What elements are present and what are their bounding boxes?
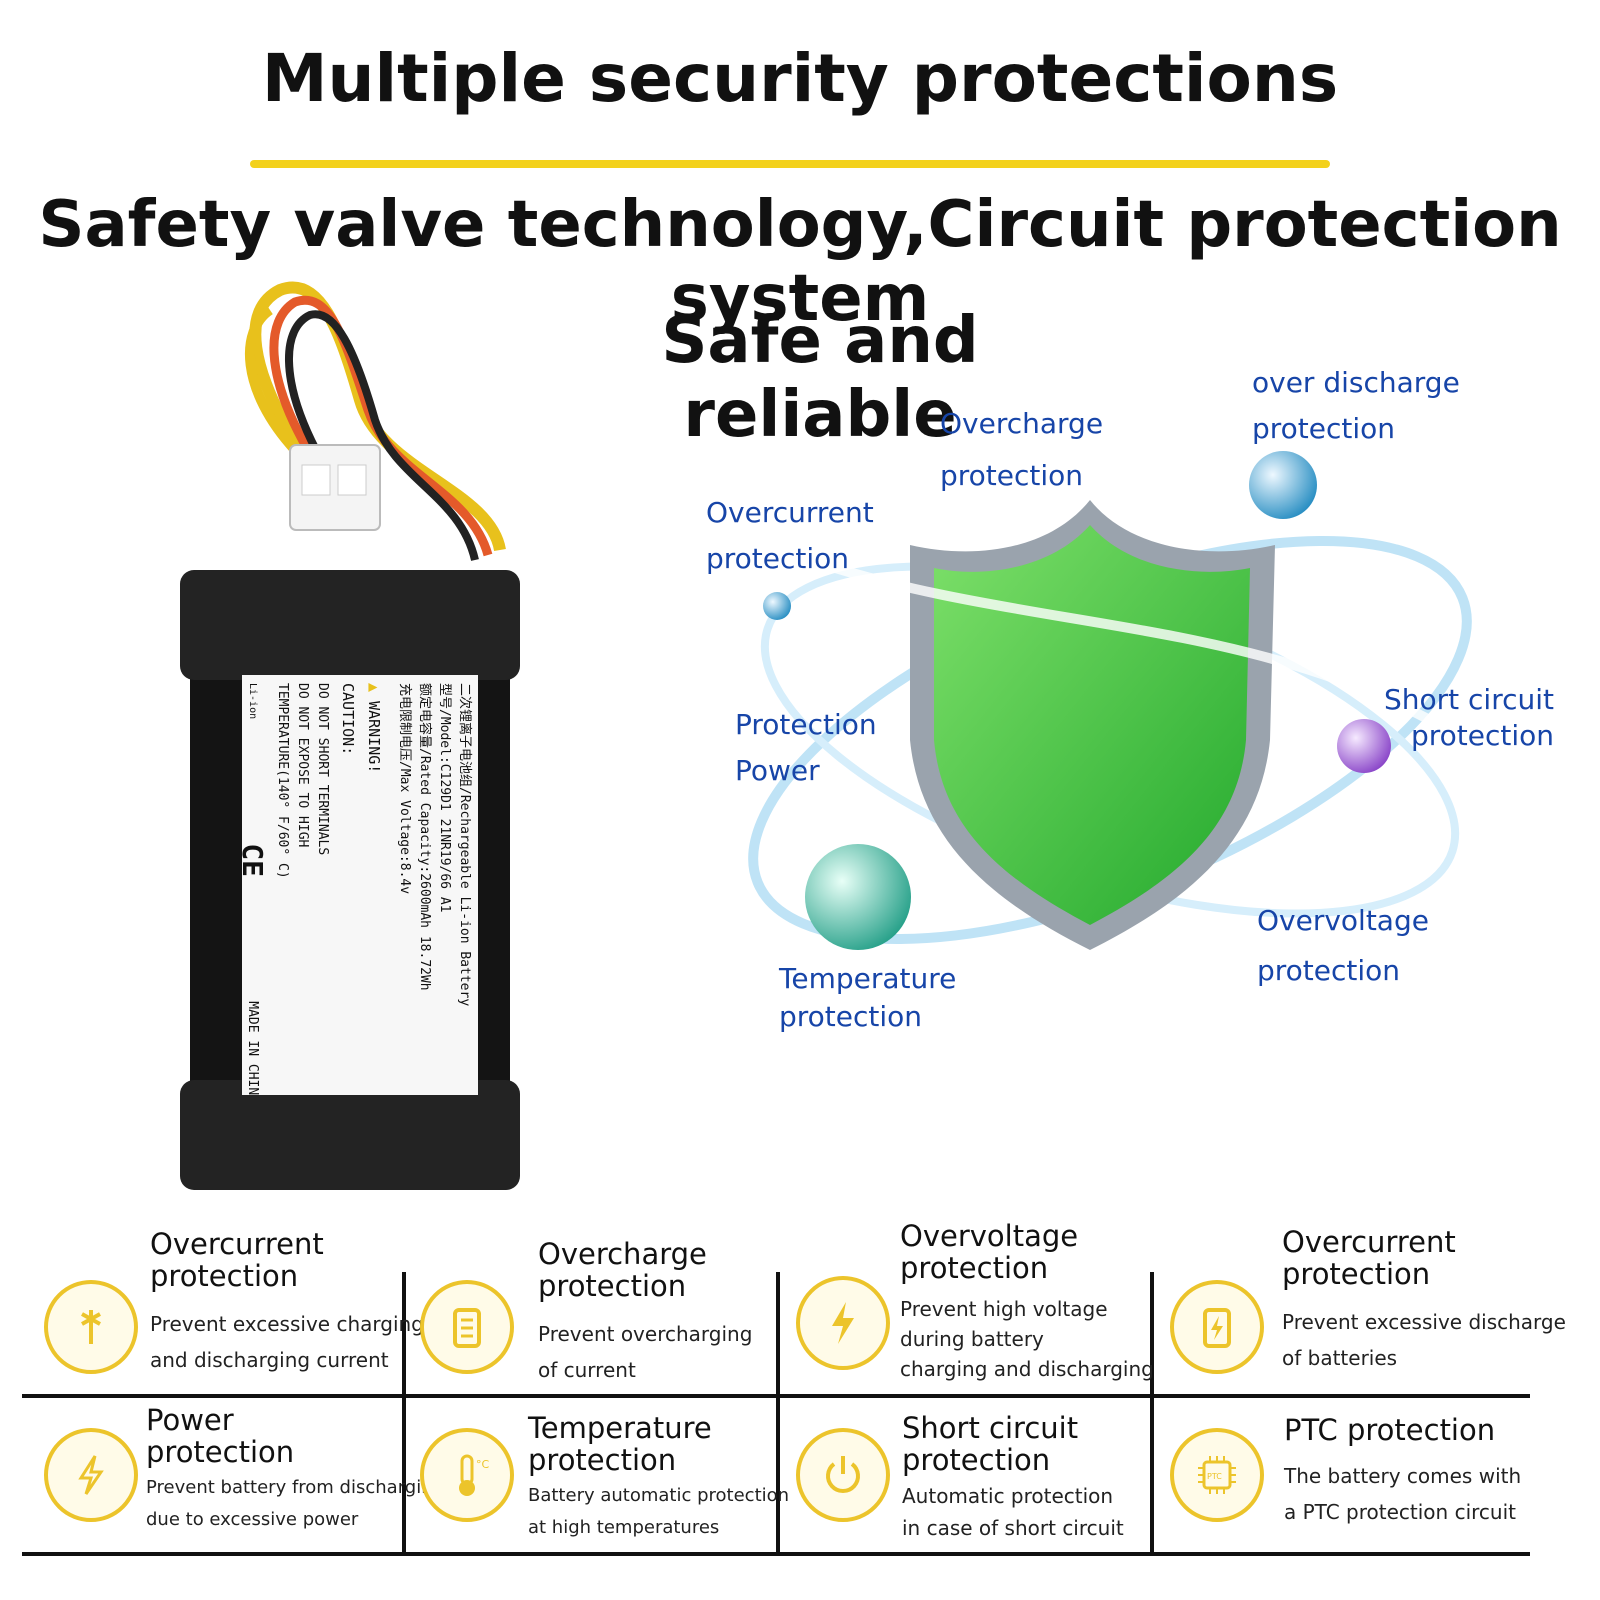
grid-divider [1150,1272,1154,1552]
label-line: 额定电容量/Rated Capacity:2600mAh 18.72Wh [417,683,432,991]
feature-card: Overcurrent protection Prevent excessive… [1282,1225,1566,1370]
label-line: DO NOT SHORT TERMINALS [315,683,330,856]
label-line: DO NOT EXPOSE TO HIGH [295,683,310,848]
page-tagline: Safe and reliable [661,304,979,452]
grid-divider [776,1272,780,1552]
overcurrent-icon [44,1280,138,1374]
power-bolt-icon [44,1428,138,1522]
lightning-icon [796,1276,890,1370]
feature-card: Short circuit protection Automatic prote… [902,1411,1124,1540]
feature-card: PTC protection The battery comes with a … [1284,1413,1522,1524]
feature-card: Overvoltage protection Prevent high volt… [900,1219,1154,1381]
feature-card: Power protection Prevent battery from di… [146,1403,445,1530]
battery-image: 二次锂离子电池组/Rechargeable Li-ion Battery 型号/… [170,270,530,1190]
ce-mark-icon: CE [242,843,269,878]
warning-icon: ▲ [365,683,383,693]
chip-icon: PTC [1170,1428,1264,1522]
label-origin: MADE IN CHINA [245,1001,260,1095]
feature-card: Overcharge protection Prevent overchargi… [538,1237,753,1382]
recycle-icon: Li-ion [247,683,258,720]
battery-label: 二次锂离子电池组/Rechargeable Li-ion Battery 型号/… [242,675,478,1095]
label-line: 二次锂离子电池组/Rechargeable Li-ion Battery [457,683,472,1007]
label-line: 型号/Model:C129D1 21NR19/66 A1 [437,683,452,913]
svg-text:°C: °C [476,1458,490,1471]
shield-illustration [690,440,1570,1130]
svg-text:PTC: PTC [1207,1472,1222,1481]
label-line: TEMPERATURE(140° F/60° C) [275,683,290,879]
label-line: 充电限制电压/Max Voltage:8.4v [397,683,412,895]
grid-divider [22,1552,1530,1556]
battery-icon [420,1280,514,1374]
page-title: Multiple security protections [261,40,1339,117]
yellow-divider [250,160,1330,168]
label-warning: WARNING! [365,701,383,774]
battery-bolt-icon [1170,1280,1264,1374]
page-subtitle: Safety valve technology,Circuit protecti… [38,188,1562,336]
label-caution: CAUTION: [339,683,357,756]
feature-card: Temperature protection Battery automatic… [528,1411,790,1538]
grid-divider [402,1272,406,1552]
thermometer-icon: °C [420,1428,514,1522]
feature-card: Overcurrent protection Prevent excessive… [150,1227,424,1372]
power-button-icon [796,1428,890,1522]
